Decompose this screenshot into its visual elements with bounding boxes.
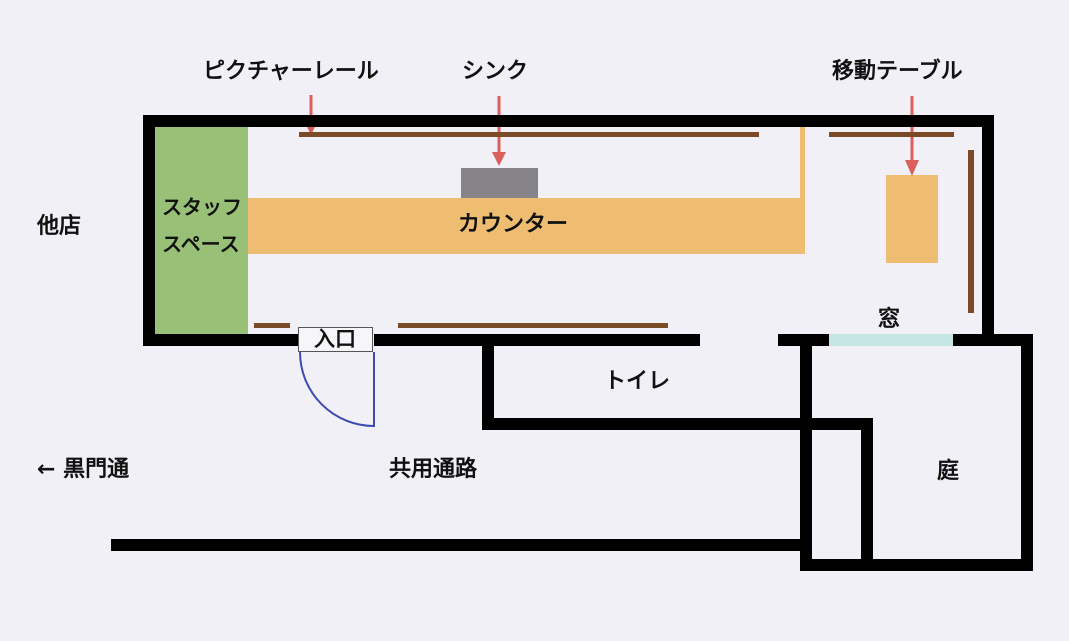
staff-space-label-2: スペース	[162, 232, 240, 256]
kuromon-street-label: ← 黒門通	[37, 457, 130, 482]
other-shop-label: 他店	[37, 214, 82, 239]
toilet-wall-right	[800, 334, 812, 571]
garden-wall-bottom	[800, 559, 1033, 571]
picture-rail-label: ピクチャーレール	[203, 59, 379, 84]
toilet-label: トイレ	[604, 369, 671, 394]
picture-rail-top-right	[829, 132, 954, 137]
shop-wall-bottom-left	[143, 334, 299, 346]
shop-wall-bottom-mid	[374, 334, 700, 346]
garden-label: 庭	[937, 459, 960, 484]
shared-passage-label: 共用通路	[389, 457, 478, 482]
entrance-door-swing	[299, 351, 375, 427]
garden-inner-wall	[861, 418, 873, 571]
counter	[248, 198, 805, 254]
staff-space-label-1: スタッフ	[162, 195, 242, 219]
toilet-wall-bottom	[482, 418, 873, 430]
counter-divider	[800, 127, 805, 199]
window-wall-right	[953, 334, 1033, 346]
shop-wall-top	[143, 115, 994, 127]
entrance-label: 入口	[314, 327, 356, 351]
staff-space	[155, 127, 248, 334]
picture-rail-bottom-left	[254, 323, 290, 328]
passage-wall-bottom	[111, 539, 812, 551]
picture-rail-right	[968, 150, 974, 313]
sink-label: シンク	[462, 59, 529, 84]
mobile-table-label: 移動テーブル	[832, 59, 963, 84]
sink-arrow	[492, 96, 506, 166]
shop-wall-right	[982, 115, 994, 345]
entrance-box[interactable]	[298, 327, 373, 352]
mobile-table-arrow	[905, 96, 919, 176]
sink	[461, 168, 538, 198]
picture-rail-top	[299, 132, 759, 137]
picture-rail-bottom	[398, 323, 668, 328]
mobile-table	[886, 175, 938, 263]
window-label: 窓	[878, 307, 901, 332]
shop-wall-left	[143, 115, 155, 346]
window	[829, 334, 953, 346]
garden-wall-right	[1021, 334, 1033, 571]
toilet-wall-left	[482, 346, 494, 430]
counter-label: カウンター	[458, 212, 569, 237]
